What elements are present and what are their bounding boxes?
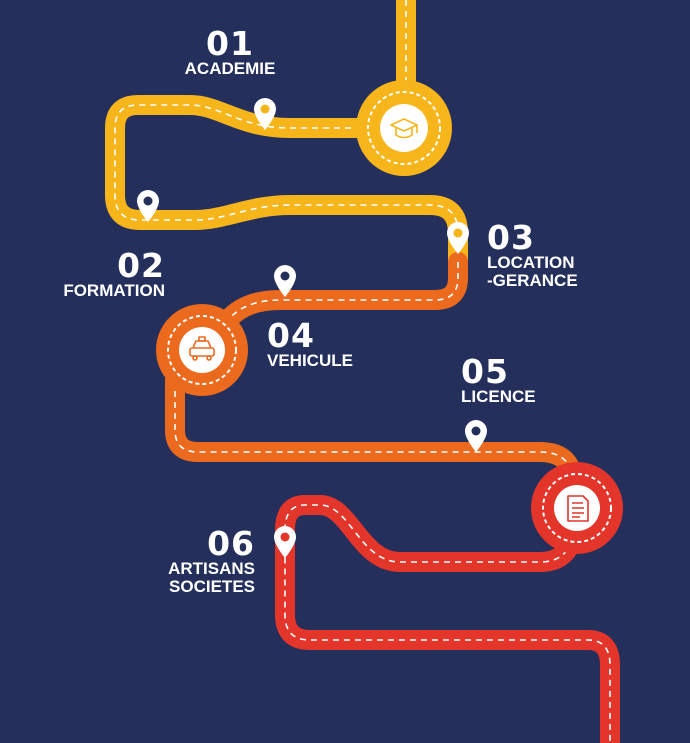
step-label: LICENCE	[461, 387, 536, 406]
step-number: 02	[117, 246, 165, 285]
step-05: 05 LICENCE	[461, 352, 536, 406]
step-number: 03	[487, 218, 535, 257]
step-03: 03 LOCATION -GERANCE	[487, 218, 578, 290]
map-pin-icon-artisans	[274, 526, 296, 558]
step-label-line-1: ARTISANS	[168, 559, 255, 578]
academie-node	[356, 80, 452, 176]
step-label: VEHICULE	[267, 351, 353, 370]
step-01: 01 ACADEMIE	[170, 24, 290, 78]
graduation-cap-icon	[390, 118, 418, 139]
step-04: 04 VEHICULE	[267, 316, 353, 370]
map-pin-icon-licence	[465, 420, 487, 452]
taxi-icon	[189, 336, 215, 361]
vehicule-node	[156, 304, 248, 396]
step-label-line-1: LOCATION	[487, 253, 575, 272]
map-pin-icon-formation	[137, 190, 159, 222]
step-number: 04	[267, 316, 315, 355]
map-pin-icon-vehicule	[274, 265, 296, 297]
map-pin-icon-location-gerance	[447, 222, 469, 254]
licence-node	[531, 462, 623, 554]
step-02: 02 FORMATION	[40, 246, 165, 300]
step-number: 06	[207, 524, 255, 563]
step-label-line-2: SOCIETES	[169, 577, 255, 596]
step-number: 01	[206, 24, 254, 63]
step-label: ACADEMIE	[184, 59, 276, 78]
step-label-line-2: -GERANCE	[487, 271, 578, 290]
document-icon	[567, 495, 589, 522]
step-06: 06 ARTISANS SOCIETES	[140, 524, 255, 596]
map-pin-icon-academie	[254, 98, 276, 130]
step-number: 05	[461, 352, 509, 391]
step-label: FORMATION	[63, 281, 165, 300]
